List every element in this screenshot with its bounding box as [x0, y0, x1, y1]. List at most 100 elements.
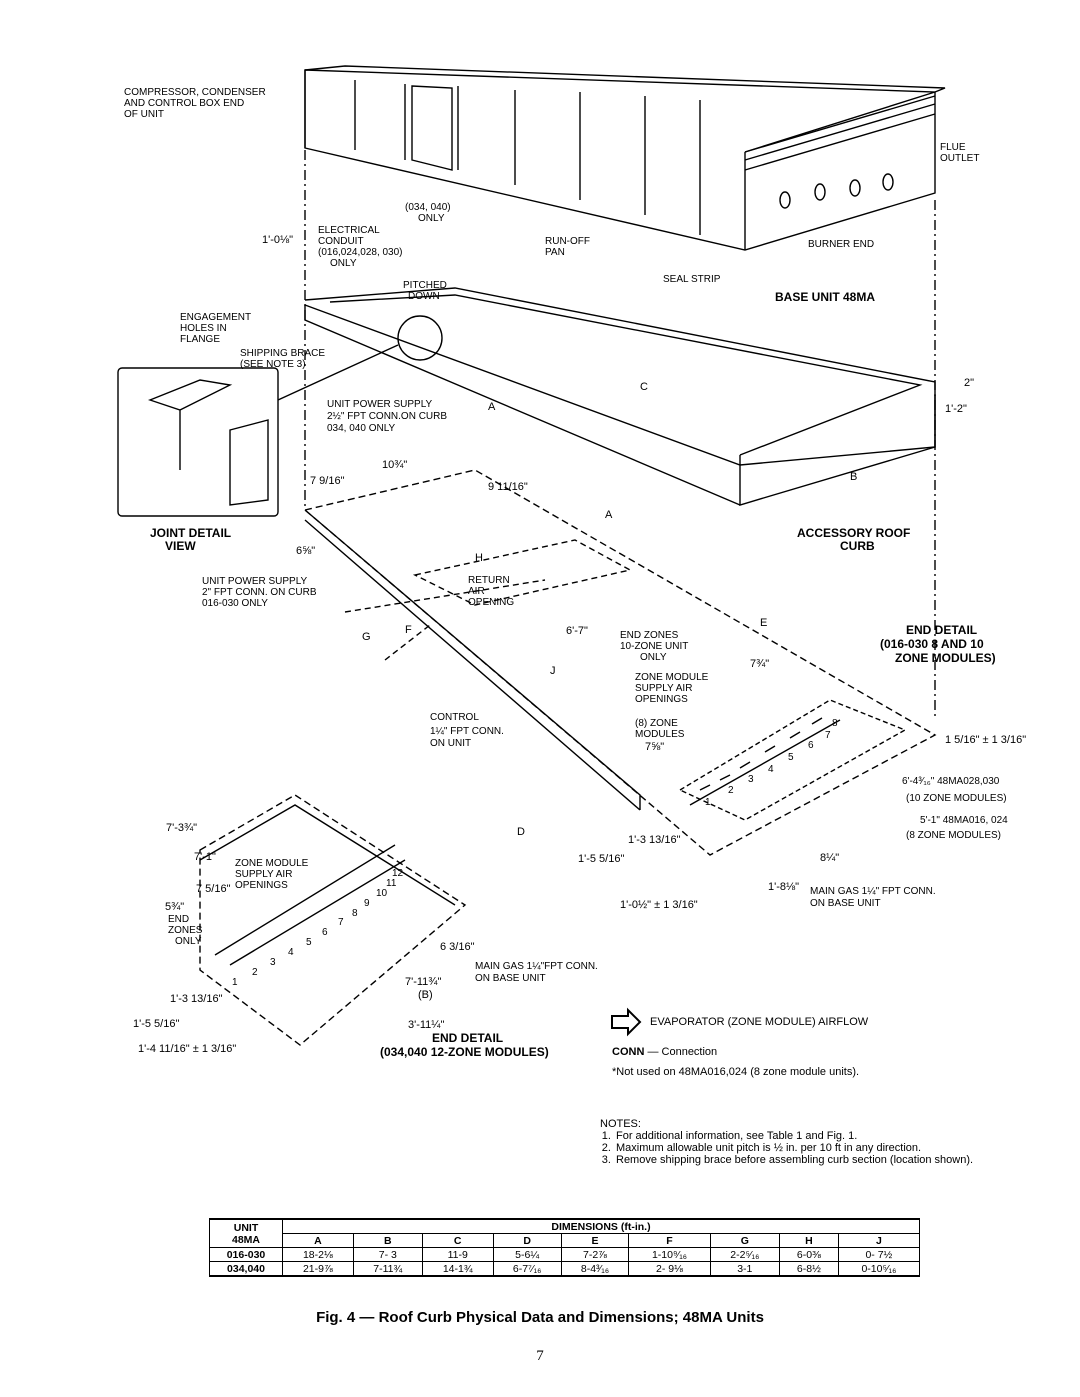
joint-detail-label: JOINT DETAIL: [150, 526, 231, 540]
zone-number: 7: [338, 917, 344, 928]
page-number: 7: [536, 1348, 544, 1364]
table-cell: 1-10⁹⁄₁₆: [628, 1247, 711, 1262]
unit-header: UNIT 48MA: [209, 1218, 283, 1248]
accessory-roof-curb-label: CURB: [840, 539, 875, 553]
figure-caption: Fig. 4 — Roof Curb Physical Data and Dim…: [316, 1309, 764, 1326]
joint-detail-label: VIEW: [165, 539, 196, 553]
dimension-letter: C: [640, 381, 648, 393]
column-header: B: [352, 1233, 423, 1248]
column-header: J: [837, 1233, 921, 1248]
dimension-label: 7¾": [750, 658, 769, 670]
dimension-label: 7 9/16": [310, 475, 345, 487]
table-cell: 6-8½: [778, 1261, 839, 1277]
dimension-label: 7'-1": [194, 851, 216, 863]
shipping-brace-label: SHIPPING BRACE: [240, 348, 325, 359]
zone-number: 10: [376, 888, 388, 899]
dimension-letter: B: [850, 471, 857, 483]
table-cell: 14-1¾: [421, 1261, 494, 1277]
burner-end-label: BURNER END: [808, 239, 874, 250]
control-label: ON UNIT: [430, 738, 471, 749]
notes-heading: NOTES:: [600, 1118, 641, 1130]
dimension-label: 2": [964, 377, 974, 389]
pitched-down-label: PITCHED: [403, 280, 447, 291]
dimension-label: 1 5/16" ± 1 3/16": [945, 734, 1026, 746]
dimension-letter: D: [517, 826, 525, 838]
base-unit-outline: [304, 69, 936, 251]
return-air-label: AIR: [468, 586, 485, 597]
engagement-holes-label: FLANGE: [180, 334, 220, 345]
airflow-arrow-icon: [611, 1007, 642, 1037]
main-gas-label: MAIN GAS 1¼" FPT CONN.: [810, 885, 936, 897]
table-cell: 11-9: [421, 1247, 494, 1262]
model-028-030-label: 6'-4³⁄₁₆" 48MA028,030: [902, 776, 1000, 787]
zone-number: 11: [386, 878, 397, 889]
seal-strip-label: SEAL STRIP: [663, 274, 721, 285]
column-header: A: [282, 1233, 354, 1248]
dimension-label: 7'-3¾": [166, 822, 197, 834]
dimension-label: 8¼": [820, 852, 839, 864]
airflow-legend-row: EVAPORATOR (ZONE MODULE) AIRFLOW: [612, 1016, 1002, 1028]
accessory-roof-curb-label: ACCESSORY ROOF: [797, 526, 910, 540]
column-header: F: [628, 1233, 711, 1248]
only-034-040-label: ONLY: [418, 213, 445, 224]
zone-number: 7: [825, 730, 831, 741]
dimension-label: 3'-11¼": [408, 1019, 444, 1031]
zone-number: 6: [322, 927, 328, 938]
zone-number: 2: [252, 967, 258, 978]
column-header: H: [778, 1233, 839, 1248]
conn-legend-row: CONN — Connection: [612, 1046, 1002, 1058]
zone-number: 5: [306, 937, 312, 948]
eight-zone-modules-label: MODULES: [635, 729, 685, 740]
dimension-label: 5¾": [165, 901, 184, 913]
airflow-label: EVAPORATOR (ZONE MODULE) AIRFLOW: [650, 1016, 869, 1028]
dimension-letter: E: [760, 617, 767, 629]
column-header: C: [421, 1233, 494, 1248]
table-cell: 0-10⁵⁄₁₆: [837, 1261, 921, 1277]
runoff-pan-label: PAN: [545, 247, 565, 258]
flue-outlet-label: FLUE: [940, 142, 966, 153]
engagement-holes-label: ENGAGEMENT: [180, 312, 251, 323]
only-034-040-label: (034, 040): [405, 202, 451, 213]
zone-number: 3: [748, 774, 754, 785]
dimension-label: 1'-4 11/16" ± 1 3/16": [138, 1043, 236, 1055]
main-gas-label: MAIN GAS 1¼"FPT CONN.: [475, 960, 598, 972]
end-zones-label: ONLY: [175, 936, 202, 947]
unit-power-supply-label: 034, 040 ONLY: [327, 423, 396, 434]
dimension-label: (B): [418, 989, 433, 1001]
engagement-holes-label: HOLES IN: [180, 323, 227, 334]
main-gas-label: ON BASE UNIT: [810, 898, 881, 909]
dimension-label: 1'-5 5/16": [578, 853, 624, 865]
zone-number: 6: [808, 740, 814, 751]
main-gas-label: ON BASE UNIT: [475, 973, 546, 984]
dimension-label: 1'-8⅛": [768, 881, 799, 893]
dimension-label: 1'-5 5/16": [133, 1018, 179, 1030]
curb-outline: [304, 287, 936, 466]
end-zones-label: END: [168, 914, 189, 925]
zone-number: 12: [392, 868, 404, 879]
legend: EVAPORATOR (ZONE MODULE) AIRFLOW CONN — …: [612, 1016, 1002, 1078]
dimension-letter: G: [362, 631, 371, 643]
footnote: *Not used on 48MA016,024 (8 zone module …: [612, 1066, 860, 1078]
table-row: 034,040 21-9⅞ 7-11¾ 14-1¾ 6-7⁷⁄₁₆ 8-4³⁄₁…: [209, 1261, 921, 1277]
zone-number: 3: [270, 957, 276, 968]
table-cell: 6-0⅜: [778, 1247, 839, 1262]
model-028-030-label: (10 ZONE MODULES): [906, 793, 1007, 804]
dimension-label: 6'-7": [566, 625, 588, 637]
notes: NOTES: For additional information, see T…: [600, 1118, 1000, 1166]
dimension-label: 7 5/16": [196, 883, 231, 895]
dimension-letter: H: [475, 552, 483, 564]
dimension-label: 1'-3 13/16": [628, 834, 681, 846]
end-detail-label: END DETAIL: [906, 623, 977, 637]
control-label: CONTROL: [430, 712, 479, 723]
dimension-label: 7⅝": [645, 741, 664, 753]
compressor-end-label: COMPRESSOR, CONDENSER: [124, 87, 266, 98]
dimension-label: 1'-3 13/16": [170, 993, 223, 1005]
zone-number: 4: [768, 764, 774, 775]
unit-power-supply-label: 016-030 ONLY: [202, 598, 268, 609]
end-detail-label: (016-030 8 AND 10: [880, 637, 984, 651]
runoff-pan-label: RUN-OFF: [545, 236, 590, 247]
zone-number: 8: [352, 908, 358, 919]
dimension-letter: F: [405, 624, 412, 636]
zone-number: 9: [364, 898, 370, 909]
dimension-label: 1'-0⅛": [262, 234, 293, 246]
